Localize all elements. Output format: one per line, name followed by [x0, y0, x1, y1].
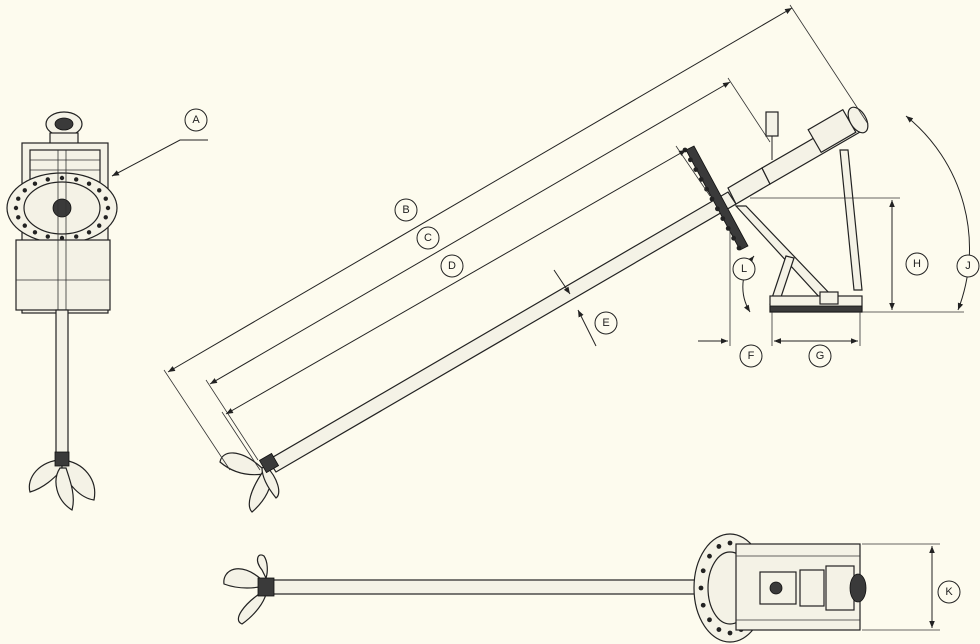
- bolt-dot: [103, 215, 108, 220]
- callout-L: L: [732, 257, 756, 281]
- bolt-dot: [688, 157, 693, 163]
- bolt-dot: [22, 223, 27, 228]
- top-view: [223, 533, 867, 643]
- bolt-dot: [707, 617, 712, 623]
- bolt-dot: [45, 177, 50, 182]
- bolt-dot: [45, 234, 50, 239]
- label-B-text: B: [402, 204, 409, 216]
- bolt-dot: [727, 630, 733, 636]
- label-L-text: L: [741, 263, 747, 275]
- bolt-dot: [97, 188, 102, 193]
- label-D-text: D: [448, 260, 456, 272]
- bolt-dot: [86, 230, 92, 235]
- bolt-dot: [736, 245, 742, 251]
- bolt-dot: [698, 585, 704, 591]
- front-view: [6, 111, 118, 511]
- bolt-dot: [32, 230, 38, 235]
- callout-F: F: [739, 344, 763, 368]
- bolt-dot: [720, 216, 726, 222]
- bolt-dot: [700, 568, 706, 574]
- bolt-dot: [716, 627, 722, 632]
- bolt-dot: [86, 181, 92, 186]
- label-H-text: H: [913, 258, 921, 270]
- dimension-lines: [111, 4, 971, 631]
- bolt-dot: [103, 196, 108, 201]
- callout-K: K: [937, 580, 961, 604]
- bolt-dot: [22, 188, 27, 193]
- bolt-dot: [716, 544, 722, 549]
- label-A-text: A: [192, 114, 200, 126]
- label-E-text: E: [602, 317, 609, 329]
- label-F-text: F: [748, 350, 755, 362]
- bolt-dot: [731, 235, 736, 241]
- bolt-dot: [97, 223, 102, 228]
- bolt-dot: [727, 540, 733, 546]
- inclined-view: [219, 106, 869, 513]
- bolt-dot: [74, 177, 79, 182]
- callout-J: J: [956, 254, 980, 278]
- callout-A: A: [184, 108, 208, 132]
- callout-E: E: [594, 311, 618, 335]
- bolt-dot: [105, 205, 111, 211]
- bolt-dot: [16, 215, 21, 220]
- bolt-dot: [700, 602, 706, 608]
- bolt-dot: [707, 553, 712, 559]
- bolt-dot: [59, 235, 65, 241]
- bolt-dot: [13, 205, 19, 211]
- bolt-dot: [709, 196, 715, 202]
- label-K-text: K: [945, 586, 953, 598]
- label-J-text: J: [965, 260, 971, 272]
- label-G-text: G: [816, 350, 825, 362]
- bolt-dot: [32, 181, 38, 186]
- bolt-dot: [16, 196, 21, 201]
- callout-G: G: [808, 344, 832, 368]
- callout-C: C: [416, 226, 440, 250]
- bolt-dot: [59, 175, 65, 181]
- bolt-dot: [74, 234, 79, 239]
- callout-D: D: [440, 254, 464, 278]
- callout-B: B: [394, 198, 418, 222]
- bolt-dot: [715, 206, 720, 212]
- callout-H: H: [905, 252, 929, 276]
- bolt-dot: [693, 167, 699, 173]
- label-C-text: C: [424, 232, 432, 244]
